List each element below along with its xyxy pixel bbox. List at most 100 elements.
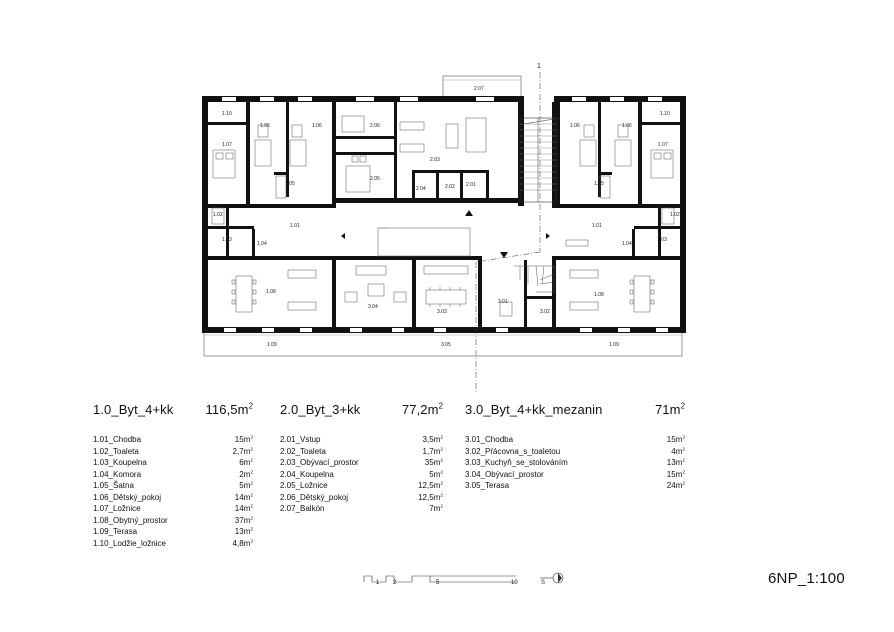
room-label: 1.01 xyxy=(290,223,300,229)
wall-east xyxy=(680,96,686,333)
room-label: 1.08 xyxy=(594,292,604,298)
room-area: 13m2 xyxy=(666,458,685,467)
room-name: 2.06_Dětský_pokoj xyxy=(280,492,349,502)
room-row: 1.09_Terasa 13m2 xyxy=(93,526,253,538)
room-name: 1.06_Dětský_pokoj xyxy=(93,492,162,502)
room-label: 2.03 xyxy=(430,157,440,163)
wall-west xyxy=(202,96,208,333)
room-row: 2.02_Toaleta 1,7m2 xyxy=(280,446,443,458)
room-name: 1.02_Toaleta xyxy=(93,446,139,456)
room-area: 24m2 xyxy=(666,481,685,490)
walls-middle-apartment xyxy=(336,102,518,333)
room-area: 37m2 xyxy=(234,515,253,525)
room-label: 1.10 xyxy=(222,111,232,117)
apartment-area: 116,5m2 xyxy=(205,401,253,417)
room-label: 3.02 xyxy=(540,309,550,315)
room-area: 2m2 xyxy=(239,469,253,479)
room-label: 1.08 xyxy=(266,289,276,295)
room-label: 2.02 xyxy=(445,184,455,190)
room-area: 15m2 xyxy=(666,469,685,479)
sheet-label: 6NP_1:100 xyxy=(768,570,845,587)
room-area: 4m2 xyxy=(671,446,685,456)
walls-left-apartment xyxy=(208,102,336,333)
section-marker: 1 xyxy=(537,63,541,70)
room-label: 3.04 xyxy=(368,304,378,310)
spiral-stair xyxy=(514,265,555,293)
room-label: 1.09 xyxy=(609,342,619,348)
room-label: 1.04 xyxy=(622,241,632,247)
room-name: 1.07_Ložnice xyxy=(93,504,141,513)
room-area: 15m2 xyxy=(666,435,685,444)
apartment-header: 2.0_Byt_3+kk 77,2m2 xyxy=(280,402,443,417)
room-row: 2.03_Obývací_prostor 35m2 xyxy=(280,457,443,469)
wall-stair-west xyxy=(518,96,524,206)
room-name: 2.01_Vstup xyxy=(280,435,321,444)
north-label: S xyxy=(541,580,545,586)
room-row: 1.07_Ložnice 14m2 xyxy=(93,503,253,515)
window-openings xyxy=(222,97,668,332)
room-label: 1.10 xyxy=(660,111,670,117)
room-name: 1.05_Šatna xyxy=(93,481,134,490)
furniture-right xyxy=(565,124,675,313)
room-area: 35m2 xyxy=(424,458,443,467)
room-name: 1.01_Chodba xyxy=(93,435,142,444)
room-label: 1.05 xyxy=(594,181,604,187)
room-name: 3.03_Kuchyň_se_stolováním xyxy=(465,458,568,467)
room-name: 2.05_Ložnice xyxy=(280,481,328,490)
room-label: 1.06 xyxy=(312,123,322,129)
apartment-title: 2.0_Byt_3+kk xyxy=(280,402,361,417)
wall-stair-east xyxy=(554,96,560,206)
room-label: 1.06 xyxy=(570,123,580,129)
room-area: 5m2 xyxy=(429,469,443,479)
room-row: 3.03_Kuchyň_se_stolováním 13m2 xyxy=(465,457,685,469)
apartment-header: 1.0_Byt_4+kk 116,5m2 xyxy=(93,402,253,417)
section-line xyxy=(475,72,541,392)
apartment-legend-2: 2.0_Byt_3+kk 77,2m2 2.01_Vstup 3,5m2 2.02_… xyxy=(280,402,443,515)
room-name: 2.03_Obývací_prostor xyxy=(280,458,359,467)
room-name: 2.02_Toaleta xyxy=(280,446,326,456)
direction-arrows xyxy=(341,210,550,258)
apartment-area: 77,2m2 xyxy=(401,401,443,417)
room-area: 12,5m2 xyxy=(418,492,443,502)
apartment-title: 1.0_Byt_4+kk xyxy=(93,402,174,417)
room-name: 1.10_Lodžie_ložnice xyxy=(93,538,166,548)
room-area: 13m2 xyxy=(234,527,253,536)
room-label: 1.07 xyxy=(658,142,668,148)
room-labels: 1.10 1.06 1.06 1.07 1.05 1.02 1.01 1.03 … xyxy=(213,86,680,348)
north-arrow-icon: S xyxy=(540,572,564,586)
room-name: 2.07_Balkón xyxy=(280,504,325,513)
furniture-left xyxy=(211,124,317,313)
room-area: 3,5m2 xyxy=(422,435,443,444)
apartment-title: 3.0_Byt_4+kk_mezanin xyxy=(465,402,603,417)
room-area: 12,5m2 xyxy=(418,481,443,490)
room-label: 1.05 xyxy=(285,181,295,187)
room-row: 2.07_Balkón 7m2 xyxy=(280,503,443,515)
room-area: 7m2 xyxy=(429,504,443,513)
room-area: 14m2 xyxy=(234,504,253,513)
room-label: 2.04 xyxy=(416,186,426,192)
room-label: 1.06 xyxy=(622,123,632,129)
room-label: 1.01 xyxy=(592,223,602,229)
apartment-area: 71m2 xyxy=(654,401,685,417)
room-area: 6m2 xyxy=(239,458,253,467)
room-label: 3.01 xyxy=(498,299,508,305)
room-label: 3.05 xyxy=(441,342,451,348)
room-row: 2.06_Dětský_pokoj 12,5m2 xyxy=(280,492,443,504)
room-area: 1,7m2 xyxy=(422,446,443,456)
room-name: 3.04_Obývací_prostor xyxy=(465,469,544,479)
room-label: 2.01 xyxy=(466,182,476,188)
room-name: 1.09_Terasa xyxy=(93,527,138,536)
